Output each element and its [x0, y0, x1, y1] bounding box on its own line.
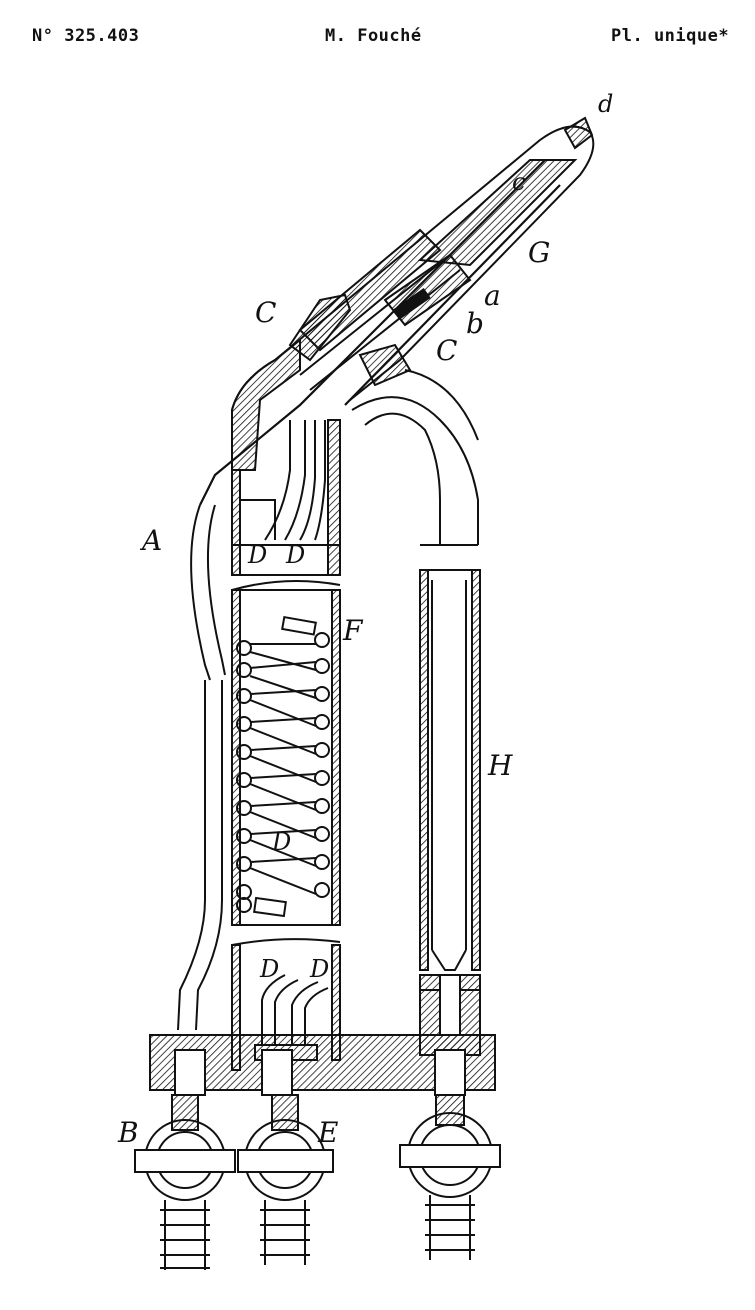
- label-C-left: C: [255, 296, 276, 329]
- label-A: A: [139, 524, 162, 557]
- label-b: b: [466, 307, 484, 340]
- label-B: B: [117, 1116, 139, 1149]
- part-labels: d c G a b C C A D D F H D D D B E: [117, 90, 613, 1149]
- label-F: F: [342, 614, 364, 647]
- patent-number: N° 325.403: [32, 26, 140, 46]
- label-c: c: [512, 168, 525, 196]
- label-E: E: [317, 1116, 338, 1149]
- label-G: G: [528, 236, 550, 269]
- nozzle-assembly: [199, 116, 595, 506]
- label-D-top-right: D: [285, 541, 305, 569]
- base-manifold: [149, 1034, 496, 1096]
- label-D-bot-left: D: [259, 955, 279, 983]
- return-tube-H: [351, 369, 481, 1056]
- oxygen-pipe-A: [177, 504, 226, 1031]
- label-D-top-left: D: [247, 541, 267, 569]
- label-H: H: [487, 749, 513, 782]
- label-d: d: [598, 90, 613, 118]
- label-C-right: C: [436, 334, 457, 367]
- coil-loops: [236, 615, 330, 918]
- inventor-name: M. Fouché: [325, 26, 422, 46]
- valves-and-hose-fittings: [134, 1094, 501, 1270]
- label-D-bot-right: D: [309, 955, 329, 983]
- plate-label: Pl. unique*: [611, 26, 730, 46]
- label-a: a: [484, 279, 501, 312]
- label-D-mid: D: [271, 828, 291, 856]
